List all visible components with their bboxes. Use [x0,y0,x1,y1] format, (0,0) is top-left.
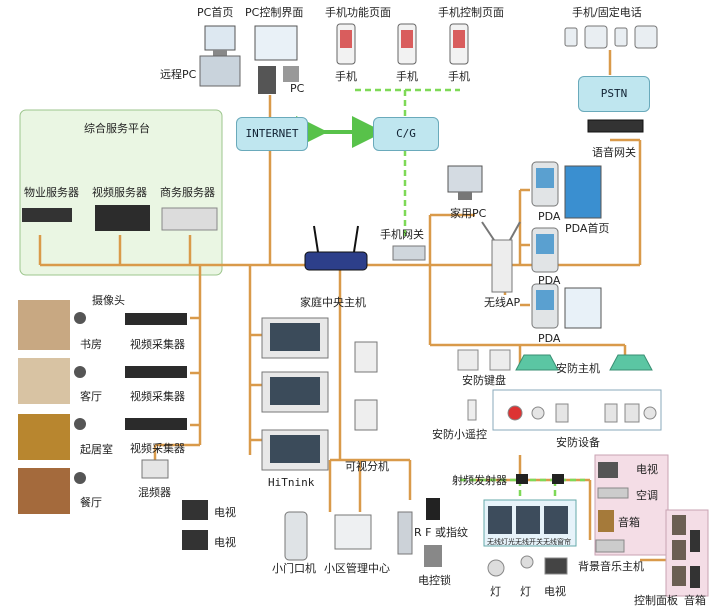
router-icon [304,225,368,271]
security-keyboard-icons [457,349,511,371]
home-pc-icon [447,165,483,200]
room-label-lounge: 起居室 [80,443,113,456]
speaker-label: 音箱 [618,516,640,529]
remote-pc-icon [199,25,241,87]
phone-control-page-label: 手机控制页面 [438,6,504,19]
tv-label-4: 电视 [544,585,566,598]
control-panel-label: 控制面板 [634,594,678,607]
lamp-icons [487,555,568,577]
cg-hub: C/G [373,117,439,151]
video-collector-icons [125,313,187,430]
panel-label-light: 无线灯光 [487,538,515,546]
pda-label-1: PDA [538,210,561,223]
pda-label-2: PDA [538,274,561,287]
control-panel-icons [672,515,700,588]
pc-home-label: PC首页 [197,6,234,19]
panel-label-switch: 无线开关 [515,538,543,546]
rf-transmitter-icons [516,474,564,484]
security-host-icon [515,354,559,371]
speaker-label-2: 音箱 [684,594,706,607]
mixer-label: 混频器 [138,486,171,499]
fixed-phone-icons [564,25,658,49]
mixer-icon [141,459,169,479]
phone-label-1: 手机 [335,70,357,83]
video-collector-label-2: 视频采集器 [130,390,185,403]
voice-gateway-label: 语音网关 [592,146,636,159]
community-center-label: 小区管理中心 [324,562,390,575]
pc-icon [254,25,299,94]
pstn-hub: PSTN [578,76,650,112]
tv-icons [182,500,208,550]
security-host-icon-2 [609,354,653,371]
video-server-label: 视频服务器 [92,186,147,199]
video-collector-label-3: 视频采集器 [130,442,185,455]
visual-extension-label: 可视分机 [345,460,389,473]
wireless-ap-icon [481,221,521,293]
room-label-study: 书房 [80,338,102,351]
security-remote-icon [467,399,477,421]
pc-control-label: PC控制界面 [245,6,304,19]
mobile-gateway-label: 手机网关 [380,228,424,241]
camera-label: 摄像头 [92,294,125,307]
remote-pc-label: 远程PC [160,68,197,81]
lamp-label-2: 灯 [520,585,531,598]
room-photos [18,300,70,514]
platform-box [19,109,223,276]
pda-label-3: PDA [538,332,561,345]
home-pc-label: 家用PC [450,207,487,220]
server-icons [22,205,218,231]
media-icons [595,462,629,553]
door-unit-label: 小门口机 [272,562,316,575]
security-keyboard-label: 安防键盘 [462,374,506,387]
monitor-icons [261,317,329,471]
lamp-label-1: 灯 [490,585,501,598]
security-remote-label: 安防小遥控 [432,428,487,441]
phone-label-2: 手机 [396,70,418,83]
brand-label: HiTnink [268,476,315,489]
tv-label-2: 电视 [214,536,236,549]
pda-home-screen-2 [564,287,602,329]
tv-label-3: 电视 [636,463,658,476]
internet-hub: INTERNET [236,117,308,151]
property-server-label: 物业服务器 [24,186,79,199]
phone-func-page-label: 手机功能页面 [325,6,391,19]
mobile-gateway-icon [392,245,426,261]
home-host-label: 家庭中央主机 [300,296,366,309]
camera-icons [74,312,86,484]
room-label-living: 客厅 [80,390,102,403]
wireless-ap-label: 无线AP [484,296,521,309]
platform-title: 综合服务平台 [84,122,150,135]
access-control-icons [284,498,442,567]
phone-label-3: 手机 [448,70,470,83]
electric-lock-label: 电控锁 [418,574,451,587]
voice-gateway-icon [587,119,644,133]
phone-screens [340,30,465,48]
business-server-label: 商务服务器 [160,186,215,199]
rf-fingerprint-label: R F 或指纹 [414,526,468,539]
tv-label-1: 电视 [214,506,236,519]
fixed-phone-label: 手机/固定电话 [572,6,642,19]
rf-transmitter-label: 射频发射器 [452,474,507,487]
pda-home-screen [564,165,602,219]
ac-label: 空调 [636,489,658,502]
security-devices-label: 安防设备 [556,436,600,449]
extension-icons [354,341,378,431]
panel-label-curtain: 无线窗帘 [543,538,571,546]
pc-label: PC [290,82,305,95]
video-collector-label-1: 视频采集器 [130,338,185,351]
room-label-dining: 餐厅 [80,496,102,509]
pda-home-label: PDA首页 [565,222,610,235]
bg-music-host-label: 背景音乐主机 [578,560,644,573]
security-host-label: 安防主机 [556,362,600,375]
